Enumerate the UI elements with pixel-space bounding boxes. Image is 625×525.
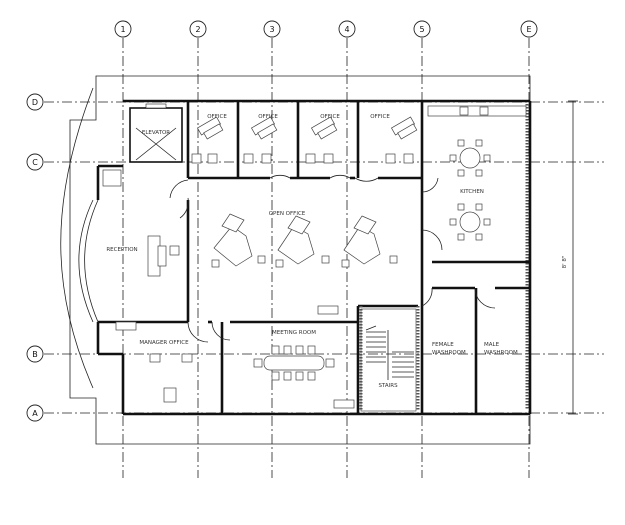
manager-office-furniture (149, 353, 193, 403)
meeting-room-furniture (253, 345, 355, 409)
kitchen-label: KITCHEN (460, 189, 484, 195)
column-label-3: 3 (269, 25, 274, 34)
column-bubble-e: E (520, 20, 538, 38)
office-3-label: OFFICE (320, 114, 340, 120)
female-washroom-label-1: FEMALE (432, 342, 454, 348)
female-washroom-label-2: WASHROOM (432, 350, 466, 356)
room-labels: ELEVATOR OFFICE OFFICE OFFICE OFFICE KIT… (106, 114, 518, 389)
dimension-line: 8' 8" (562, 100, 578, 415)
row-label-a: A (32, 409, 38, 418)
manager-office-label: MANAGER OFFICE (139, 340, 189, 346)
reception-furniture (102, 169, 180, 331)
column-bubble-1: 1 (114, 20, 132, 38)
stairs-label: STAIRS (378, 383, 398, 389)
reception-label: RECEPTION (106, 247, 137, 253)
door-swings (169, 174, 496, 343)
column-label-2: 2 (195, 25, 200, 34)
column-bubble-5: 5 (413, 20, 431, 38)
stair-treads (365, 325, 414, 380)
office-1-furniture (191, 116, 224, 164)
exterior-walls (78, 99, 532, 416)
office-4-furniture (385, 116, 418, 164)
open-office-label: OPEN OFFICE (269, 211, 306, 217)
dimension-label: 8' 8" (562, 256, 568, 269)
row-label-d: D (32, 98, 38, 107)
column-bubble-3: 3 (263, 20, 281, 38)
elevator-label: ELEVATOR (142, 130, 170, 136)
open-office-workstations (211, 213, 398, 315)
row-bubble-d: D (26, 93, 44, 111)
interior-walls (129, 101, 530, 414)
male-washroom-label-2: WASHROOM (484, 350, 518, 356)
row-bubble-a: A (26, 404, 44, 422)
column-label-4: 4 (344, 25, 349, 34)
meeting-room-label: MEETING ROOM (272, 330, 316, 336)
row-bubble-c: C (26, 153, 44, 171)
office-1-label: OFFICE (207, 114, 227, 120)
column-label-e: E (526, 25, 531, 34)
row-label-b: B (32, 350, 38, 359)
column-label-1: 1 (120, 25, 125, 34)
office-4-label: OFFICE (370, 114, 390, 120)
office-2-label: OFFICE (258, 114, 278, 120)
column-bubble-2: 2 (189, 20, 207, 38)
row-bubble-b: B (26, 345, 44, 363)
column-label-5: 5 (419, 25, 424, 34)
office-2-furniture (243, 116, 278, 164)
column-bubble-4: 4 (338, 20, 356, 38)
kitchen-furniture (427, 105, 527, 241)
row-label-c: C (32, 158, 38, 167)
male-washroom-label-1: MALE (484, 342, 500, 348)
office-3-furniture (305, 116, 338, 164)
